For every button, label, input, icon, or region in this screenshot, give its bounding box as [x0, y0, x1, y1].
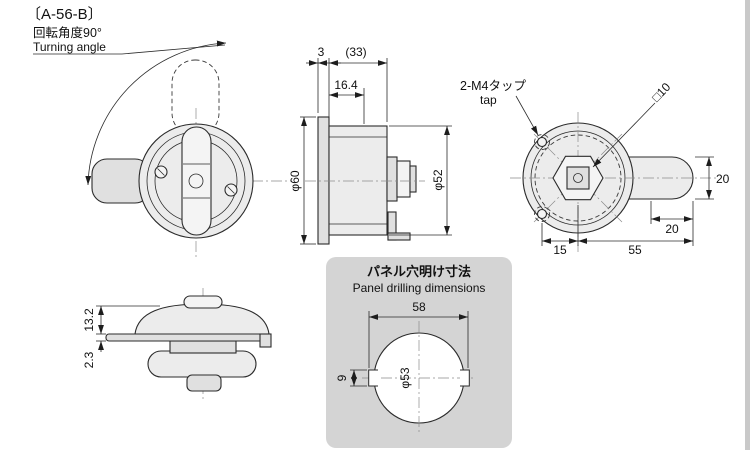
dim-20-end-text: 20: [665, 222, 679, 236]
dim-33-text: (33): [345, 45, 366, 59]
side-body: [328, 125, 388, 236]
tap-label-en: tap: [480, 93, 497, 107]
screw-right: [224, 183, 238, 197]
bottom-view: 13.2 2.3: [82, 288, 272, 400]
dim-9: 9: [335, 369, 367, 387]
shaft-center-hole: [573, 173, 583, 183]
dim-2-3-text: 2.3: [82, 351, 96, 368]
screw-left: [154, 165, 168, 179]
tap-label-jp: 2-M4タップ: [460, 79, 526, 93]
dim-2-3: 2.3: [82, 340, 106, 368]
tap-leader-line: [515, 95, 539, 136]
square-leader-line: [592, 102, 656, 168]
dim-20-height: 20: [695, 156, 730, 200]
dim-13-2: 13.2: [82, 305, 160, 335]
dim-9-text: 9: [335, 374, 349, 381]
dim-58: 58: [368, 300, 469, 368]
neck-profile: [169, 340, 237, 354]
rear-view: 2-M4タップ tap □10 20 20 15 55: [460, 79, 730, 257]
panel-drilling-box: パネル穴明け寸法 Panel drilling dimensions 58 φ5…: [326, 257, 512, 448]
dim-16-4-text: 16.4: [334, 78, 358, 92]
square-shaft: [566, 166, 590, 190]
cam-arm-hook: [387, 232, 411, 241]
dim-20-height-text: 20: [716, 172, 730, 186]
side-view: 3 (33) 16.4 φ60 φ52: [288, 45, 452, 245]
dim-dia60-text: φ60: [288, 170, 302, 191]
rear-nut: [396, 160, 411, 198]
turning-angle-label-jp: 回転角度90°: [33, 25, 102, 40]
wing-handle: [181, 126, 212, 236]
square-label: □10: [649, 80, 674, 105]
dim-13-2-text: 13.2: [82, 308, 96, 332]
handle-hub-circle: [188, 173, 204, 189]
dim-15-text: 15: [553, 243, 567, 257]
dim-3-and-33: 3 (33): [306, 45, 388, 122]
tap-hole-top: [534, 134, 550, 150]
drawing-code-label: 〔A-56-B〕: [26, 6, 103, 23]
foot-profile: [186, 374, 222, 392]
cam-profile: [147, 350, 257, 378]
rear-shaft: [386, 156, 398, 202]
dim-16-4: 16.4: [329, 78, 365, 124]
dim-dia53-text: φ53: [398, 367, 412, 388]
shaft-end: [409, 165, 417, 193]
turning-angle-label-en: Turning angle: [33, 40, 106, 54]
phantom-handle-position: [171, 59, 220, 137]
handle-hump-profile: [183, 295, 223, 309]
dim-58-text: 58: [412, 300, 426, 314]
slot-notch-right: [460, 369, 470, 387]
dim-15-55: 15 55: [541, 201, 694, 257]
dim-dia60: φ60: [288, 116, 316, 245]
turning-angle-arc: [85, 40, 227, 186]
front-view: 回転角度90° Turning angle: [33, 25, 292, 258]
mount-flange: [317, 116, 330, 245]
dim-dia52: φ52: [389, 125, 452, 236]
panel-title-jp: パネル穴明け寸法: [367, 264, 471, 279]
plate-bent-tab: [259, 333, 272, 348]
panel-title-en: Panel drilling dimensions: [353, 281, 486, 295]
dim-dia52-text: φ52: [431, 169, 445, 190]
dim-20-end: 20: [650, 201, 693, 236]
dim-3-text: 3: [318, 45, 325, 59]
page-edge-strip: [745, 0, 750, 450]
dim-55-text: 55: [628, 243, 642, 257]
slot-notch-left: [368, 369, 378, 387]
panel-plate-profile: [105, 333, 269, 342]
tap-hole-bottom: [534, 206, 550, 222]
